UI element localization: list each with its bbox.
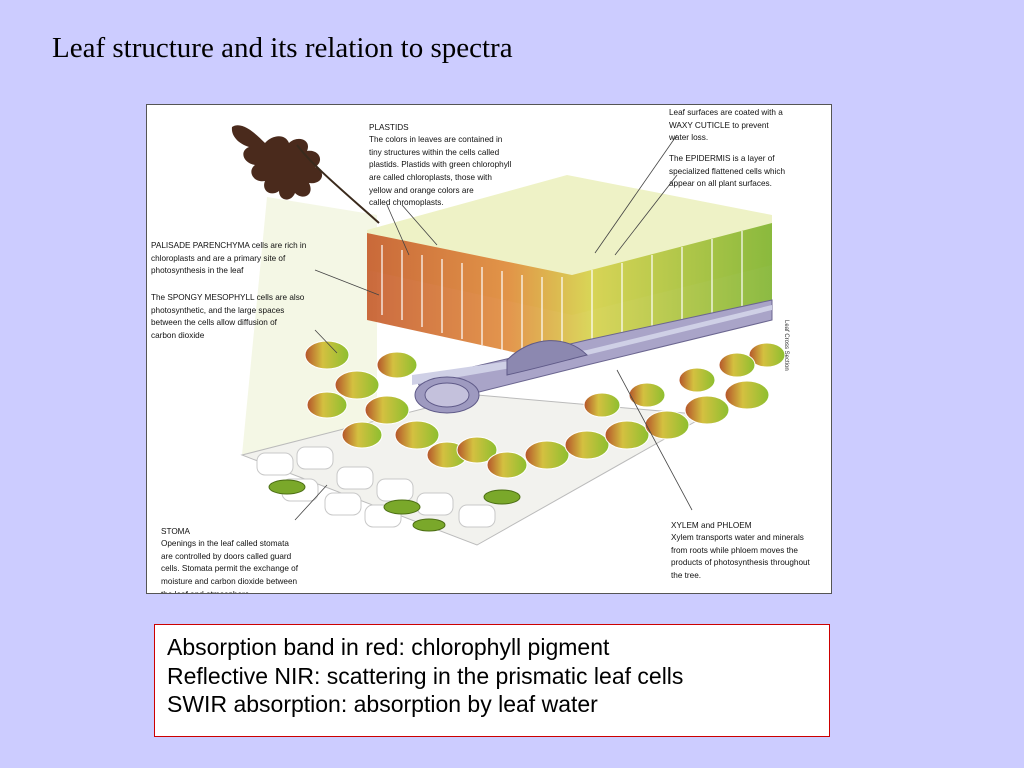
- stoma-heading: STOMA: [161, 526, 190, 536]
- plastids-callout: PLASTIDS The colors in leaves are contain…: [369, 109, 511, 210]
- summary-line-red-absorption: Absorption band in red: chlorophyll pigm…: [167, 634, 610, 660]
- leaf-cross-section-illustration: Leaf Cross Section: [231, 125, 789, 546]
- summary-line-nir-reflective: Reflective NIR: scattering in the prisma…: [167, 662, 684, 689]
- vascular-bundle: [412, 299, 773, 414]
- xylem-phloem-text: Xylem transports water and minerals from…: [671, 533, 810, 580]
- epidermis-callout: The EPIDERMIS is a layer of specialized …: [669, 154, 786, 189]
- xylem-phloem-callout: XYLEM and PHLOEM Xylem transports water a…: [671, 507, 810, 583]
- summary-box: Absorption band in red: chlorophyll pigm…: [154, 624, 830, 737]
- svg-text:Leaf Cross Section: Leaf Cross Section: [783, 320, 789, 371]
- cuticle-callout: Leaf surfaces are coated with a WAXY CUT…: [669, 108, 783, 143]
- plastids-heading: PLASTIDS: [369, 122, 409, 132]
- plastids-text: The colors in leaves are contained in ti…: [369, 135, 512, 208]
- palisade-callout: PALISADE PARENCHYMA cells are rich in ch…: [151, 241, 307, 276]
- spongy-mesophyll-callout: The SPONGY MESOPHYLL cells are also phot…: [151, 293, 305, 340]
- summary-line-swir-absorption: SWIR absorption: absorption by leaf wate…: [167, 691, 598, 717]
- leaf-cross-section-figure: Leaf Cross Section PLASTIDS The colors in…: [146, 104, 832, 594]
- oak-leaf-icon: [231, 125, 380, 224]
- stoma-callout: STOMA Openings in the leaf called stomata…: [161, 513, 298, 593]
- stoma-text: Openings in the leaf called stomata are …: [161, 539, 298, 593]
- xylem-phloem-heading: XYLEM and PHLOEM: [671, 520, 752, 530]
- slide-title: Leaf structure and its relation to spect…: [52, 32, 513, 64]
